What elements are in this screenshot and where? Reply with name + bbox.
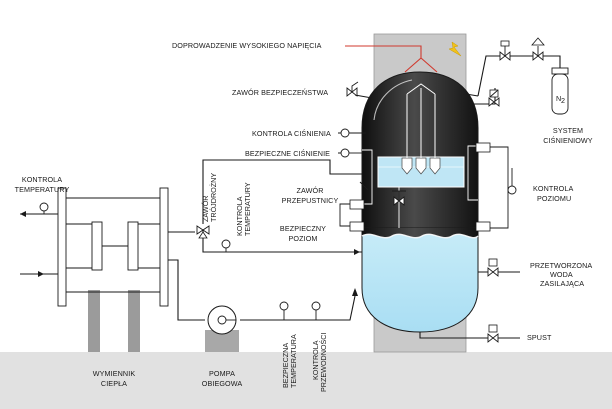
label-safe-temp: BEZPIECZNA bbox=[281, 343, 290, 388]
label-cond-control: KONTROLA bbox=[311, 340, 320, 380]
label-three-way-valve: ZAWÓR bbox=[201, 196, 210, 222]
reactor-vessel bbox=[349, 71, 491, 333]
label-three-way-valve-2: TRÓJDROŻNY bbox=[209, 173, 218, 222]
label-hv-feed: DOPROWADZENIE WYSOKIEGO NAPIĘCIA bbox=[172, 41, 322, 50]
label-drain: SPUST bbox=[527, 333, 552, 342]
label-circ-pump-2: OBIEGOWA bbox=[202, 379, 243, 388]
label-circ-pump: POMPA bbox=[209, 369, 235, 378]
label-temp-control: KONTROLA bbox=[22, 175, 62, 184]
hv-feed bbox=[345, 41, 462, 73]
n2-pressure-line: N 2 bbox=[465, 37, 569, 115]
n2-cylinder-icon: N 2 bbox=[551, 67, 569, 115]
label-treated-water-2: WODA bbox=[550, 270, 573, 279]
label-cond-control-2: PRZEWODNOŚCI bbox=[319, 333, 328, 393]
label-safety-valve: ZAWÓR BEZPIECZEŃSTWA bbox=[232, 88, 328, 97]
label-pressure-system: SYSTEM bbox=[553, 126, 583, 135]
labels: DOPROWADZENIE WYSOKIEGO NAPIĘCIA ZAWÓR B… bbox=[15, 41, 593, 392]
label-throttle-valve-2: PRZEPUSTNICY bbox=[282, 196, 339, 205]
safety-valve bbox=[346, 81, 373, 99]
valve-icon bbox=[488, 97, 500, 107]
feedwater-and-drain bbox=[419, 258, 520, 343]
label-treated-water: PRZETWORZONA bbox=[530, 261, 592, 270]
label-level-control-2: POZIOMU bbox=[537, 194, 571, 203]
label-pressure-control: KONTROLA CIŚNIENIA bbox=[252, 129, 331, 138]
floor bbox=[0, 352, 612, 409]
label-temp-control-2: TEMPERATURY bbox=[15, 185, 70, 194]
label-safe-level-2: POZIOM bbox=[289, 234, 318, 243]
level-control-lines bbox=[339, 146, 517, 229]
leader-lines bbox=[338, 132, 513, 191]
label-safe-level: BEZPIECZNY bbox=[280, 224, 326, 233]
throttle-valve bbox=[392, 190, 406, 206]
label-treated-water-3: ZASILAJĄCA bbox=[540, 279, 584, 288]
label-pressure-system-2: CIŚNIENIOWY bbox=[543, 136, 593, 145]
circulation-pump-icon bbox=[205, 305, 239, 352]
label-temp-control-v-2: TEMPERATURY bbox=[243, 182, 252, 236]
lightning-icon bbox=[448, 41, 462, 57]
label-heat-exchanger-2: CIEPŁA bbox=[101, 379, 127, 388]
svg-text:N: N bbox=[556, 94, 561, 103]
process-piping bbox=[168, 159, 362, 352]
label-safe-temp-2: TEMPERATURA bbox=[289, 334, 298, 388]
label-temp-control-v: KONTROLA bbox=[235, 196, 244, 236]
heat-exchanger bbox=[20, 187, 169, 352]
label-level-control: KONTROLA bbox=[533, 184, 573, 193]
label-safe-pressure: BEZPIECZNE CIŚNIENIE bbox=[245, 149, 330, 158]
label-throttle-valve: ZAWÓR bbox=[297, 186, 324, 195]
three-way-valve-icon bbox=[196, 225, 210, 235]
label-heat-exchanger: WYMIENNIK bbox=[93, 369, 136, 378]
svg-text:2: 2 bbox=[561, 96, 565, 105]
